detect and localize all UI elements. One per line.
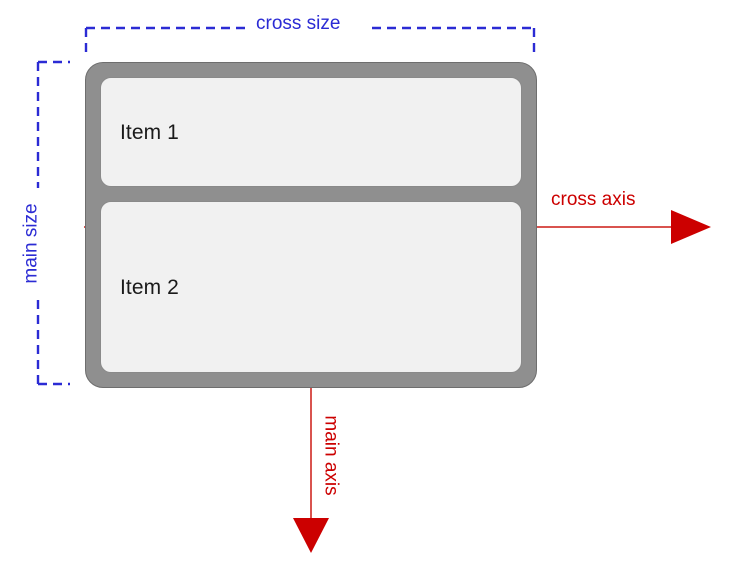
flex-item-2-label: Item 2: [120, 275, 179, 299]
flex-item-2[interactable]: Item 2: [100, 201, 522, 373]
cross-size-bracket: [84, 26, 536, 53]
main-axis-label: main axis: [320, 415, 342, 496]
main-size-bracket: [36, 60, 70, 386]
flex-item-1-label: Item 1: [120, 120, 179, 144]
cross-axis-label: cross axis: [551, 189, 636, 210]
flex-container: Item 1 Item 2: [85, 62, 537, 388]
flex-item-1[interactable]: Item 1: [100, 77, 522, 187]
main-size-label: main size: [20, 203, 42, 284]
cross-size-label: cross size: [256, 13, 341, 34]
